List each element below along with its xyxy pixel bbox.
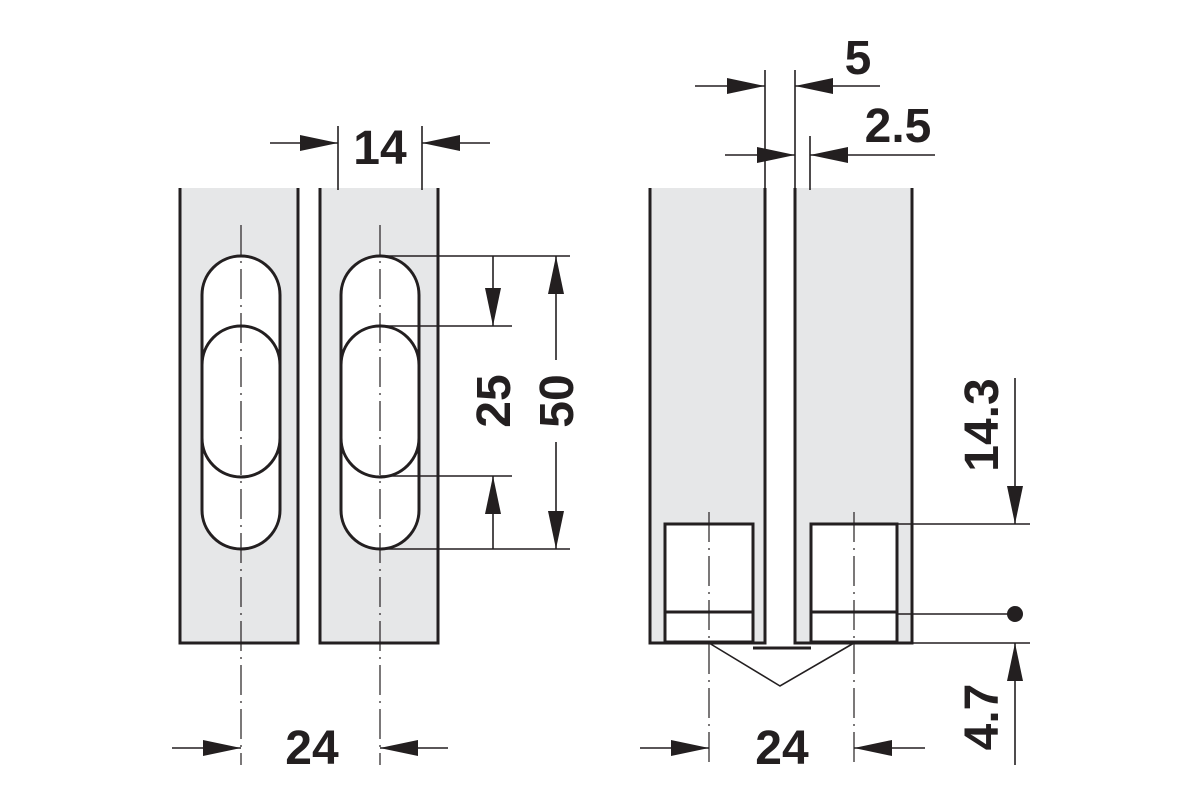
dimension-4-7: 4.7: [956, 643, 1023, 765]
dimension-2-5-label: 2.5: [865, 100, 932, 153]
dimension-24-right: 24: [640, 722, 925, 775]
pivot-point: [1007, 606, 1023, 622]
panel-left-2-outline: [318, 188, 440, 645]
dimension-4-7-label: 4.7: [956, 684, 1009, 751]
slot-inner-2: [339, 324, 421, 479]
hinge-arm: [708, 642, 855, 687]
dimension-50: 50: [531, 256, 584, 549]
dimension-2-5: 2.5: [725, 100, 935, 190]
dimension-24-left-label: 24: [285, 722, 339, 775]
slot-inner-1: [200, 324, 282, 479]
dimension-5-label: 5: [845, 32, 872, 85]
dimension-14: 14: [270, 122, 490, 190]
left-view: 14 24 25 50: [172, 122, 584, 775]
dimension-24-right-label: 24: [755, 722, 809, 775]
right-view: 5 2.5 24 14.3: [640, 32, 1030, 775]
dimension-5: 5: [695, 32, 880, 190]
hinge-body-right: [809, 512, 899, 765]
dimension-14-3-label: 14.3: [956, 378, 1009, 471]
dimension-14-label: 14: [353, 122, 407, 175]
dimension-25: 25: [468, 256, 521, 549]
hinge-body-left: [663, 512, 755, 765]
dimension-24-left: 24: [172, 722, 448, 775]
dimension-14-3: 14.3: [956, 378, 1023, 524]
dimension-25-label: 25: [468, 374, 521, 427]
dimension-50-label: 50: [531, 374, 584, 427]
panel-left-1-outline: [178, 188, 300, 645]
